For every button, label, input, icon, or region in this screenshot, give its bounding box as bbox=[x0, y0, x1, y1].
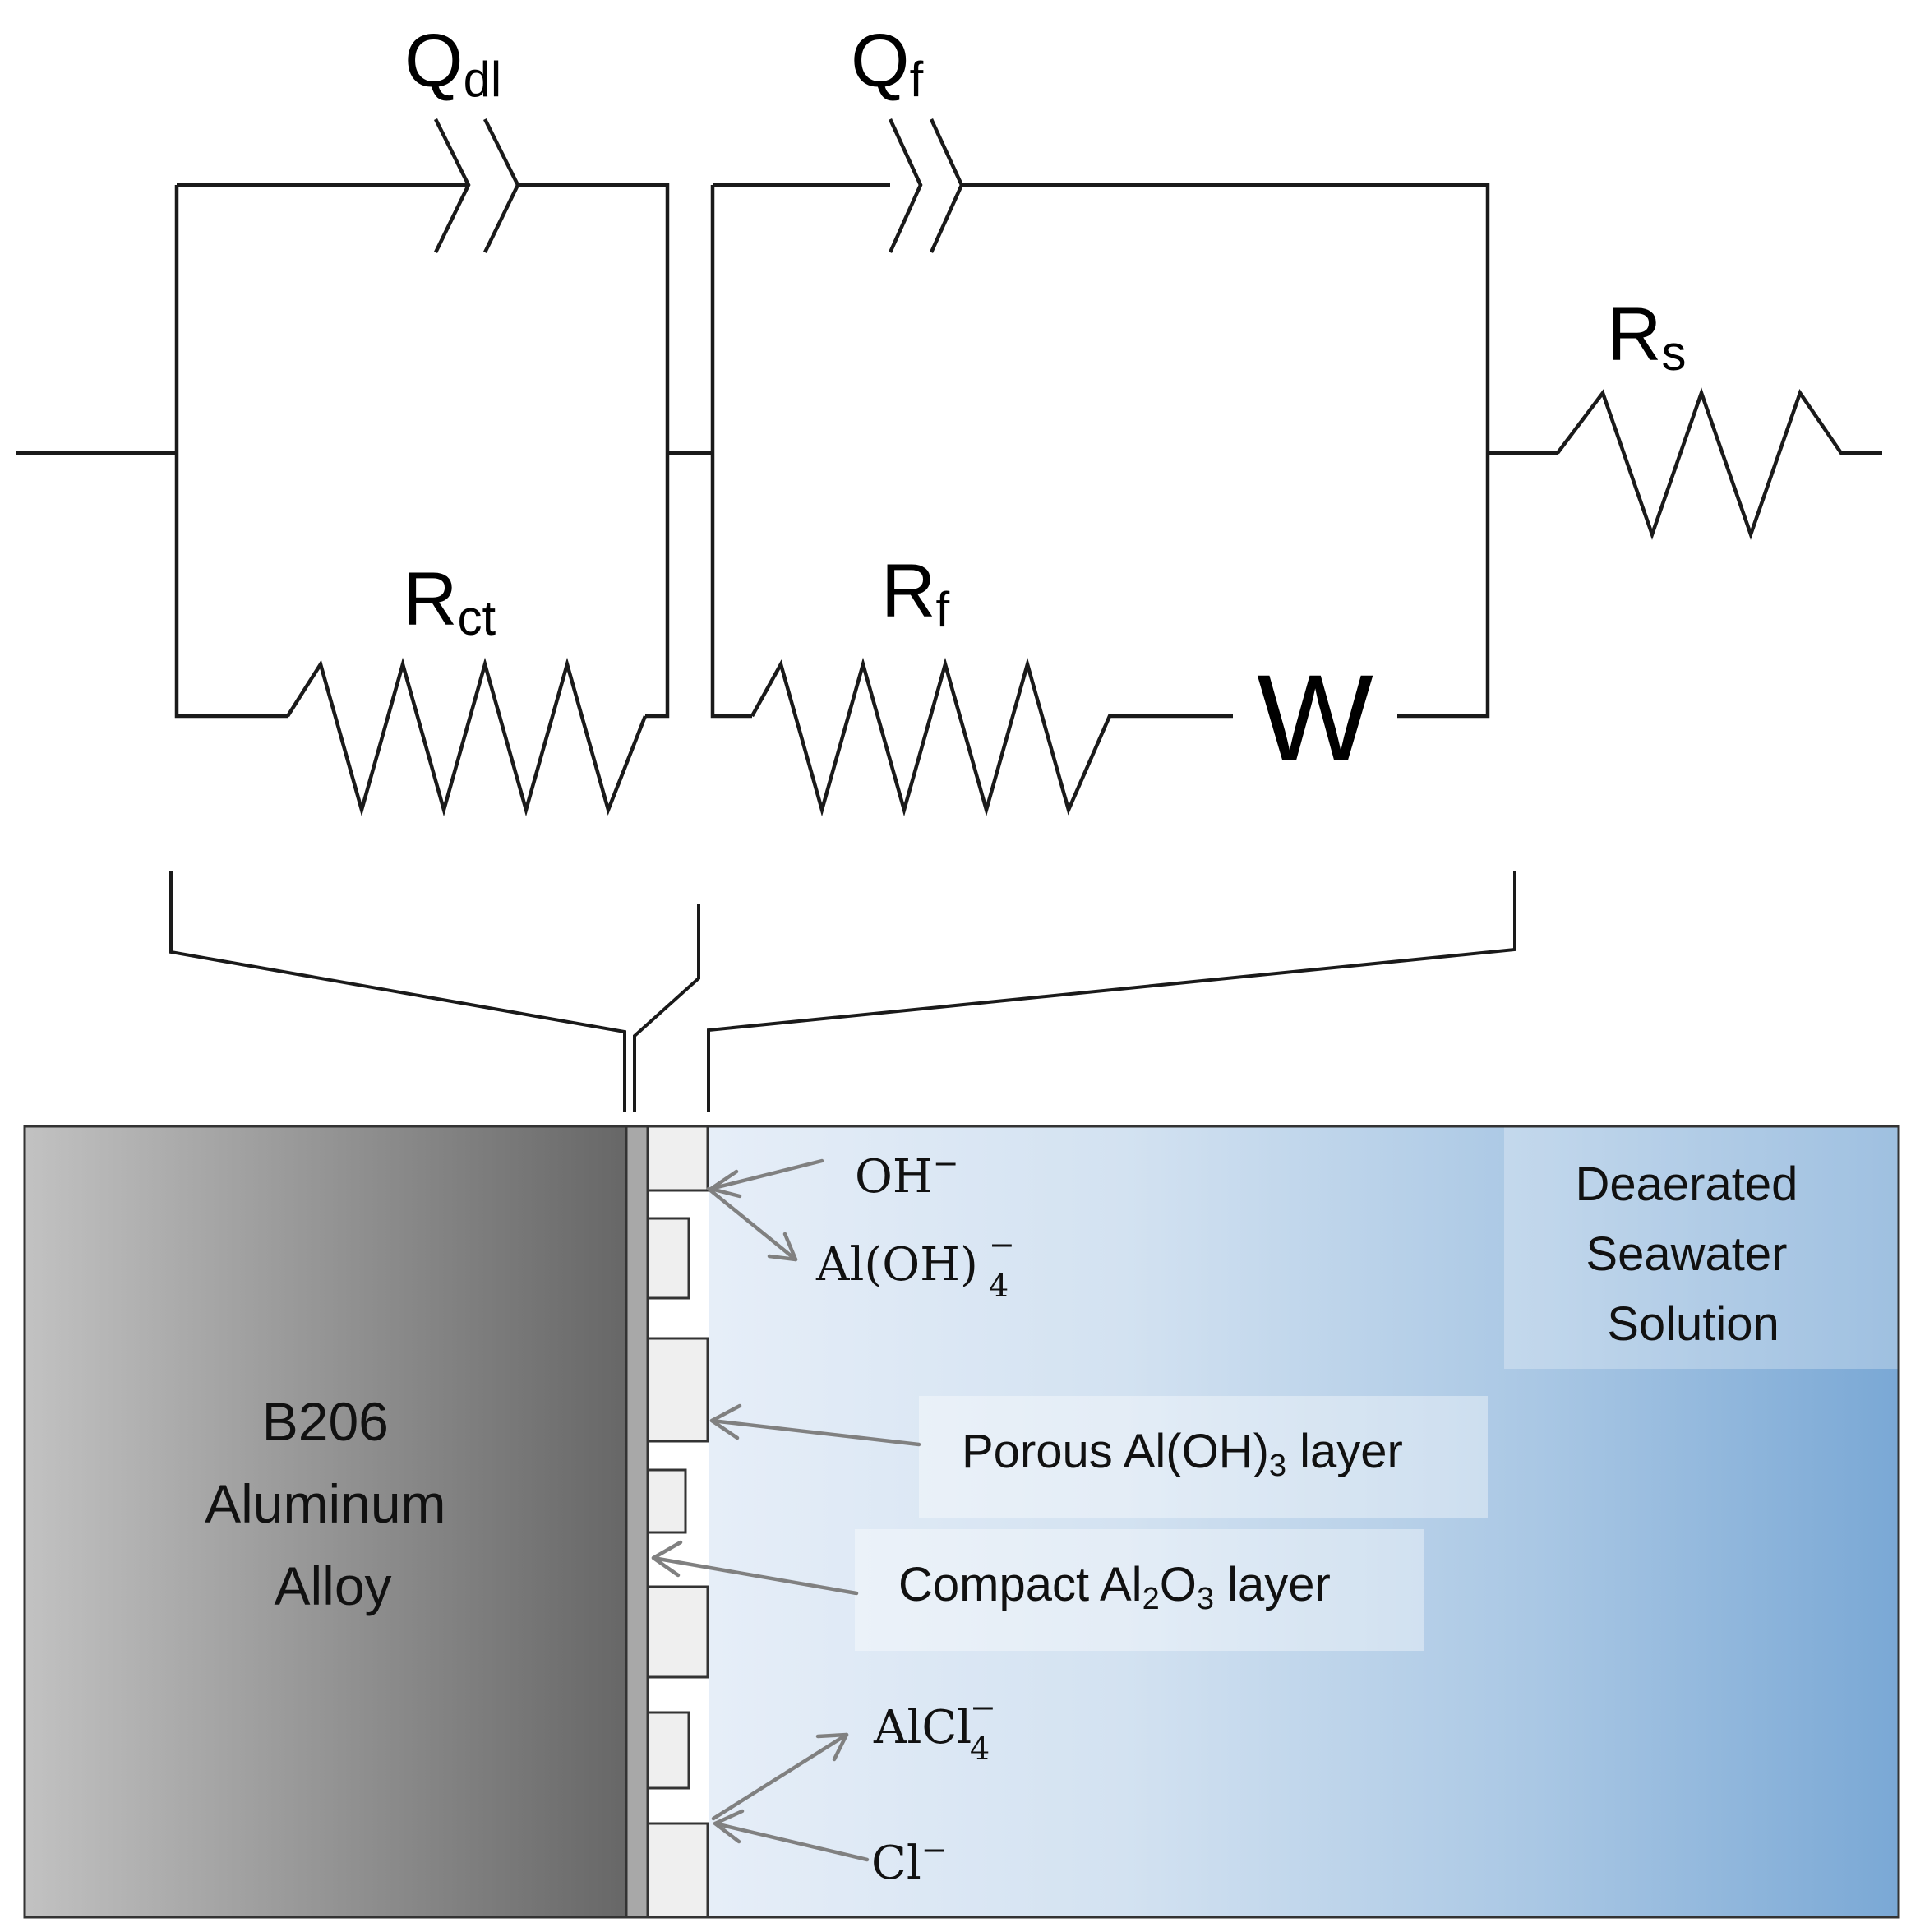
bracket-left-inner bbox=[633, 904, 700, 1112]
porous-block bbox=[646, 1468, 687, 1534]
resistor-r-ct bbox=[286, 657, 648, 817]
svg-text:4: 4 bbox=[970, 1731, 990, 1767]
solution-label: Deaerated Seawater Solution bbox=[1576, 1158, 1812, 1351]
solution-region bbox=[709, 1126, 1899, 1917]
alloy-label: B206 Aluminum Alloy bbox=[205, 1391, 461, 1616]
svg-text:AlCl: AlCl bbox=[873, 1701, 972, 1754]
connector-brackets bbox=[169, 871, 1516, 1112]
ion-alcl4-label: AlCl − 4 bbox=[873, 1689, 996, 1767]
parallel-block-film bbox=[710, 118, 1490, 817]
bracket-left bbox=[169, 871, 626, 1112]
ion-cl-label: Cl− bbox=[871, 1832, 948, 1890]
porous-label-panel bbox=[919, 1396, 1488, 1518]
ion-oh-label: OH− bbox=[855, 1145, 959, 1204]
label-r-f: Rf bbox=[881, 549, 949, 637]
capacitor-q-f bbox=[888, 118, 964, 253]
cross-section-frame bbox=[23, 1125, 1900, 1919]
svg-text:4: 4 bbox=[989, 1268, 1009, 1304]
arrow-porous-layer bbox=[709, 1403, 921, 1447]
porous-block bbox=[646, 1125, 709, 1192]
compact-label-panel bbox=[855, 1529, 1424, 1651]
compact-oxide-layer bbox=[625, 1125, 649, 1919]
parallel-block-double-layer bbox=[174, 118, 670, 817]
equivalent-circuit bbox=[16, 118, 1882, 817]
resistor-r-s bbox=[1556, 387, 1882, 540]
resistor-r-f bbox=[750, 657, 1233, 817]
label-r-ct: Rct bbox=[403, 557, 496, 645]
arrow-cl-in bbox=[713, 1809, 870, 1862]
svg-text:Al(OH): Al(OH) bbox=[815, 1238, 978, 1292]
label-warburg: W bbox=[1257, 649, 1373, 787]
porous-block bbox=[646, 1217, 690, 1300]
alloy-region bbox=[25, 1126, 626, 1917]
svg-text:−: − bbox=[989, 1227, 1015, 1263]
arrow-compact-layer bbox=[651, 1540, 859, 1596]
porous-block bbox=[646, 1585, 709, 1679]
solution-label-panel bbox=[1504, 1126, 1899, 1369]
compact-layer-label: Compact Al2O3 layer bbox=[898, 1558, 1331, 1616]
label-q-f: Qf bbox=[851, 19, 924, 107]
porous-layer-label: Porous Al(OH)3 layer bbox=[962, 1425, 1403, 1483]
porous-block bbox=[646, 1337, 709, 1443]
arrow-alcl4-out bbox=[711, 1732, 849, 1821]
label-q-dl: Qdl bbox=[404, 19, 501, 107]
electrode-cross-section bbox=[23, 1125, 1900, 1919]
porous-hydroxide-blocks bbox=[646, 1125, 709, 1919]
bracket-right bbox=[707, 871, 1516, 1112]
reaction-arrows bbox=[651, 1158, 921, 1862]
porous-block bbox=[646, 1822, 709, 1919]
label-r-s: Rs bbox=[1607, 293, 1686, 381]
ion-aloh4-label: Al(OH) − 4 bbox=[815, 1227, 1015, 1304]
porous-block bbox=[646, 1711, 690, 1790]
arrow-aloh4-out bbox=[706, 1186, 798, 1262]
svg-text:−: − bbox=[970, 1689, 996, 1726]
